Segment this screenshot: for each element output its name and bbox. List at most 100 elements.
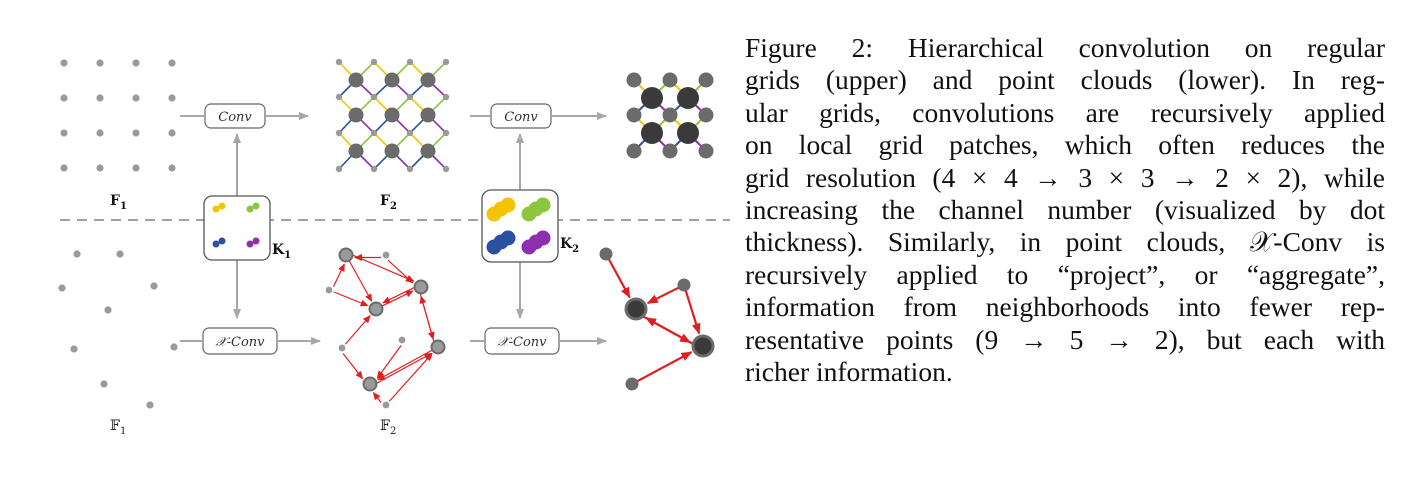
grid-node-large xyxy=(641,122,663,144)
grid-dot xyxy=(60,164,68,172)
grid-dot xyxy=(168,129,176,137)
cloud-point xyxy=(100,380,108,388)
caption-line: information from neighborhoods into fewe… xyxy=(745,291,1385,323)
conv1-label: Conv xyxy=(218,110,252,125)
grid-node xyxy=(662,143,678,159)
grid-dot xyxy=(132,59,140,67)
cloud-point xyxy=(338,344,346,352)
grid-dot xyxy=(442,165,450,173)
cloud-point xyxy=(677,278,691,292)
grid-dot xyxy=(96,94,104,102)
label-k2: K2 xyxy=(560,236,579,255)
grid-dot xyxy=(60,94,68,102)
cloud-arrow xyxy=(646,286,680,305)
cloud-arrow xyxy=(645,316,697,347)
cloud-point xyxy=(116,250,124,258)
grid-f1 xyxy=(60,59,176,172)
label-pf2: 𝔽2 xyxy=(380,418,396,437)
grid-dot xyxy=(60,129,68,137)
cloud-arrow xyxy=(344,315,371,345)
grid-node-large xyxy=(641,87,663,109)
cloud-point xyxy=(104,306,112,314)
cloud-arrow xyxy=(684,290,701,335)
grid-dot xyxy=(370,93,378,101)
grid-dot xyxy=(168,94,176,102)
cloud-arrow xyxy=(380,290,414,308)
grid-node xyxy=(348,107,364,123)
caption-line: grid resolution (4 × 4 → 3 × 3 → 2 × 2),… xyxy=(745,161,1385,193)
caption-line: resentative points (9 → 5 → 2), but each… xyxy=(745,323,1385,355)
cloud-arrow xyxy=(419,295,435,344)
label-f1: F1 xyxy=(110,193,127,212)
cloud-point xyxy=(150,282,158,290)
grid-dot xyxy=(370,165,378,173)
cloud-arrow xyxy=(342,353,364,380)
cloud-point xyxy=(599,247,613,261)
cloud-point xyxy=(170,343,178,351)
cloud-rep-point xyxy=(368,301,384,317)
grid-node-large xyxy=(677,87,699,109)
cloud-point xyxy=(325,286,333,294)
grid-node xyxy=(626,72,642,88)
label-f2: F2 xyxy=(380,193,397,212)
grid-dot xyxy=(168,59,176,67)
grid-dot xyxy=(370,129,378,137)
hierarchical-convolution-figure: F1 Conv K1 F2 Conv K2 𝔽1 𝒳-Conv 𝔽2 xyxy=(58,58,730,437)
cloud-arrow xyxy=(607,258,631,299)
grid-dot xyxy=(406,58,414,66)
grid-node xyxy=(626,107,642,123)
grid-dot xyxy=(335,58,343,66)
grid-node xyxy=(384,107,400,123)
caption-line: thickness). Similarly, in point clouds, … xyxy=(745,226,1385,258)
cloud-arrow xyxy=(333,291,369,307)
grid-dot xyxy=(406,93,414,101)
cloud-arrow xyxy=(382,286,416,304)
cloud-rep-point xyxy=(362,376,378,392)
grid-node-large xyxy=(677,122,699,144)
k2-dots xyxy=(486,197,551,255)
grid-dot xyxy=(132,164,140,172)
cloud-rep-point xyxy=(691,334,715,358)
figure-caption: Figure 2: Hierarchical convolution on re… xyxy=(745,32,1385,388)
cloud-point xyxy=(382,251,390,259)
grid-dot xyxy=(370,58,378,66)
grid-f3 xyxy=(626,72,714,159)
grid-node xyxy=(348,72,364,88)
grid-dot xyxy=(96,164,104,172)
cloud-rep-point xyxy=(413,279,429,295)
cloud-arrow xyxy=(351,254,415,282)
grid-node xyxy=(420,72,436,88)
cloud-rep-point xyxy=(338,247,354,263)
cloud-point xyxy=(73,250,81,258)
caption-line: on local grid patches, which often reduc… xyxy=(745,129,1385,161)
grid-dot xyxy=(96,59,104,67)
caption-line: richer information. xyxy=(745,356,953,388)
grid-node xyxy=(626,143,642,159)
grid-dot xyxy=(442,129,450,137)
grid-node xyxy=(698,143,714,159)
cloud-arrow xyxy=(636,351,693,383)
grid-dot xyxy=(442,58,450,66)
caption-line: grids (upper) and point clouds (lower). … xyxy=(745,64,1385,96)
label-k1: K1 xyxy=(272,242,291,261)
grid-node xyxy=(420,107,436,123)
grid-dot xyxy=(168,164,176,172)
point-cloud-f3 xyxy=(599,247,715,391)
grid-dot xyxy=(406,165,414,173)
grid-dot xyxy=(60,59,68,67)
grid-node xyxy=(662,72,678,88)
caption-line: ular grids, convolutions are recursively… xyxy=(745,96,1385,128)
grid-dot xyxy=(442,93,450,101)
cloud-point xyxy=(382,401,390,409)
grid-dot xyxy=(335,93,343,101)
cloud-point xyxy=(398,336,406,344)
cloud-rep-point xyxy=(430,339,446,355)
cloud-arrow xyxy=(372,391,382,403)
grid-node xyxy=(384,143,400,159)
cloud-point xyxy=(625,377,639,391)
grid-node xyxy=(698,107,714,123)
cloud-arrow xyxy=(377,348,434,381)
k1-dots xyxy=(212,202,260,248)
grid-dot xyxy=(335,129,343,137)
grid-node xyxy=(348,143,364,159)
